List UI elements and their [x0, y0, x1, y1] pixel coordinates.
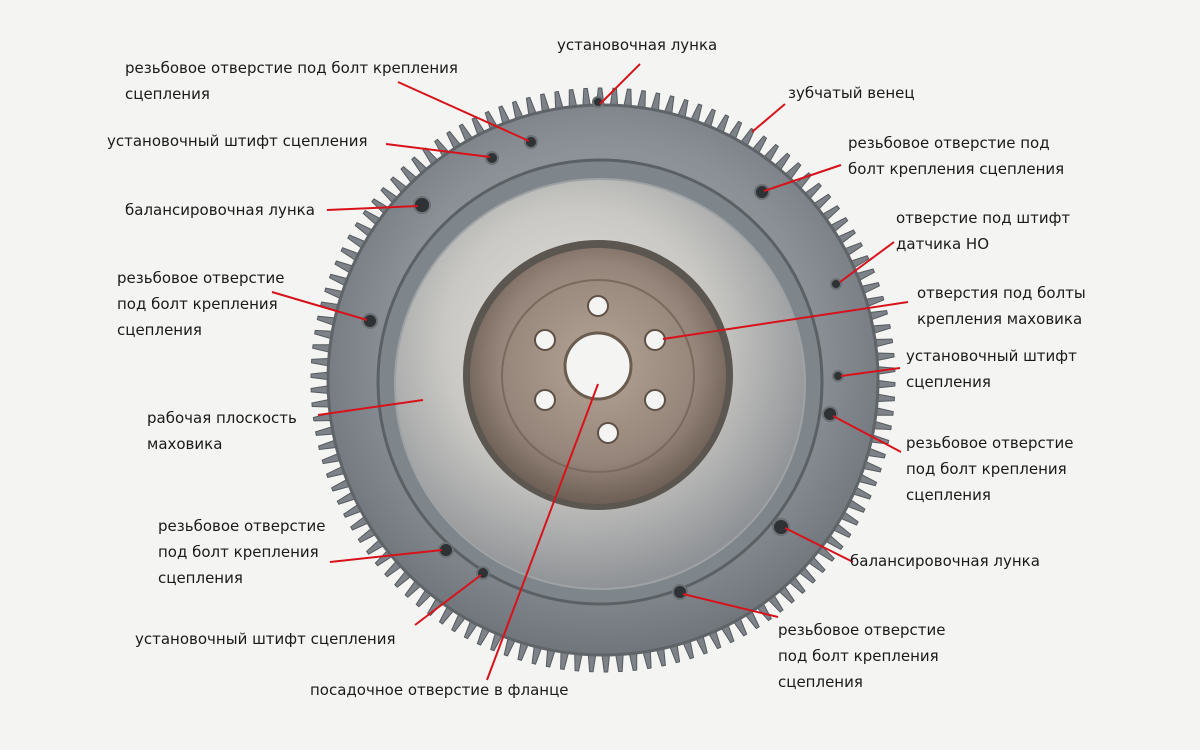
flange-seat-hole-shape: [563, 331, 633, 401]
leader-line: [599, 63, 641, 105]
leader-line: [784, 527, 854, 563]
leader-line: [840, 367, 901, 377]
label-line: сцепления: [778, 673, 863, 691]
label-line: сцепления: [906, 373, 991, 391]
label-line: сцепления: [158, 569, 243, 587]
label-line: зубчатый венец: [788, 84, 915, 102]
hub-bolt-hole: [644, 389, 666, 411]
rim-hole: [830, 278, 842, 290]
hub-bolt-hole: [534, 329, 556, 351]
leader-line: [397, 81, 530, 142]
label-line: под болт крепления: [158, 543, 319, 561]
label-line: балансировочная лунка: [850, 552, 1040, 570]
rim-hole: [822, 406, 838, 422]
rim-holes: [362, 96, 844, 600]
hub-bolt-hole: [644, 329, 666, 351]
leader-line: [486, 383, 599, 681]
label-line: сцепления: [906, 486, 991, 504]
label-balance-dimple-left: балансировочная лунка: [125, 197, 315, 223]
label-setup-dimple-top: установочная лунка: [557, 32, 717, 58]
label-line: балансировочная лунка: [125, 201, 315, 219]
label-working-surface: рабочая плоскость маховика: [147, 405, 297, 457]
label-line: установочный штифт сцепления: [135, 630, 396, 648]
label-line: отверстия под болты: [917, 284, 1086, 302]
hub-bolt-hole: [587, 295, 609, 317]
label-line: установочный штифт: [906, 347, 1077, 365]
label-line: резьбовое отверстие: [906, 434, 1074, 452]
label-clutch-dowel-top-left: установочный штифт сцепления: [107, 128, 368, 154]
label-line: посадочное отверстие в фланце: [310, 681, 569, 699]
label-line: резьбовое отверстие: [158, 517, 326, 535]
label-line: резьбовое отверстие: [117, 269, 285, 287]
rim-hole: [754, 184, 770, 200]
label-line: сцепления: [117, 321, 202, 339]
rim-hole: [485, 151, 499, 165]
label-clutch-bolt-hole-right: резьбовое отверстие под болт крепления с…: [906, 430, 1073, 508]
label-line: под болт крепления: [906, 460, 1067, 478]
hub-bolt-hole: [534, 389, 556, 411]
label-flywheel-bolt-holes: отверстия под болты крепления маховика: [917, 280, 1086, 332]
label-line: болт крепления сцепления: [848, 160, 1065, 178]
leader-line: [271, 291, 368, 321]
leader-line: [329, 549, 443, 563]
leader-line: [763, 164, 842, 192]
rim-hole: [362, 313, 378, 329]
leader-line: [326, 205, 419, 211]
label-line: рабочая плоскость: [147, 409, 297, 427]
leader-line: [317, 399, 424, 416]
hub-bolt-holes: [534, 295, 666, 444]
label-tdc-sensor-pin-hole: отверстие под штифт датчика НО: [896, 205, 1070, 257]
label-line: датчика НО: [896, 235, 990, 253]
label-clutch-bolt-hole-top-right: резьбовое отверстие под болт крепления с…: [848, 130, 1064, 182]
rim-hole: [672, 584, 688, 600]
label-balance-dimple-right: балансировочная лунка: [850, 548, 1040, 574]
label-line: крепления маховика: [917, 310, 1083, 328]
label-line: сцепления: [125, 85, 210, 103]
label-line: установочный штифт сцепления: [107, 132, 368, 150]
leader-line: [662, 301, 909, 340]
label-ring-gear: зубчатый венец: [788, 80, 915, 106]
label-clutch-bolt-hole-bottom-left: резьбовое отверстие под болт крепления с…: [158, 513, 325, 591]
label-clutch-dowel-bottom-left: установочный штифт сцепления: [135, 626, 396, 652]
leader-line: [414, 574, 482, 626]
hub-inner-ring: [501, 279, 695, 473]
leader-lines: [271, 63, 909, 681]
label-flange-seat-hole: посадочное отверстие в фланце: [310, 677, 569, 703]
label-line: под болт крепления: [778, 647, 939, 665]
leader-line: [682, 593, 779, 618]
label-line: резьбовое отверстие под болт крепления: [125, 59, 458, 77]
label-line: маховика: [147, 435, 223, 453]
leader-line: [832, 415, 902, 453]
rim-hole: [524, 135, 538, 149]
leader-line: [751, 103, 786, 133]
label-clutch-dowel-right: установочный штифт сцепления: [906, 343, 1077, 395]
label-clutch-bolt-hole-bottom-right: резьбовое отверстие под болт крепления с…: [778, 617, 945, 695]
leader-line: [385, 143, 491, 158]
label-line: резьбовое отверстие под: [848, 134, 1050, 152]
rim-hole: [413, 196, 431, 214]
label-line: под болт крепления: [117, 295, 278, 313]
hub-bolt-hole: [597, 422, 619, 444]
leader-line: [839, 241, 895, 283]
label-line: резьбовое отверстие: [778, 621, 946, 639]
rim-hole: [772, 518, 790, 536]
label-clutch-bolt-hole-top-left: резьбовое отверстие под болт крепления с…: [125, 55, 458, 107]
label-line: отверстие под штифт: [896, 209, 1071, 227]
label-line: установочная лунка: [557, 36, 718, 54]
label-clutch-bolt-hole-left: резьбовое отверстие под болт крепления с…: [117, 265, 284, 343]
